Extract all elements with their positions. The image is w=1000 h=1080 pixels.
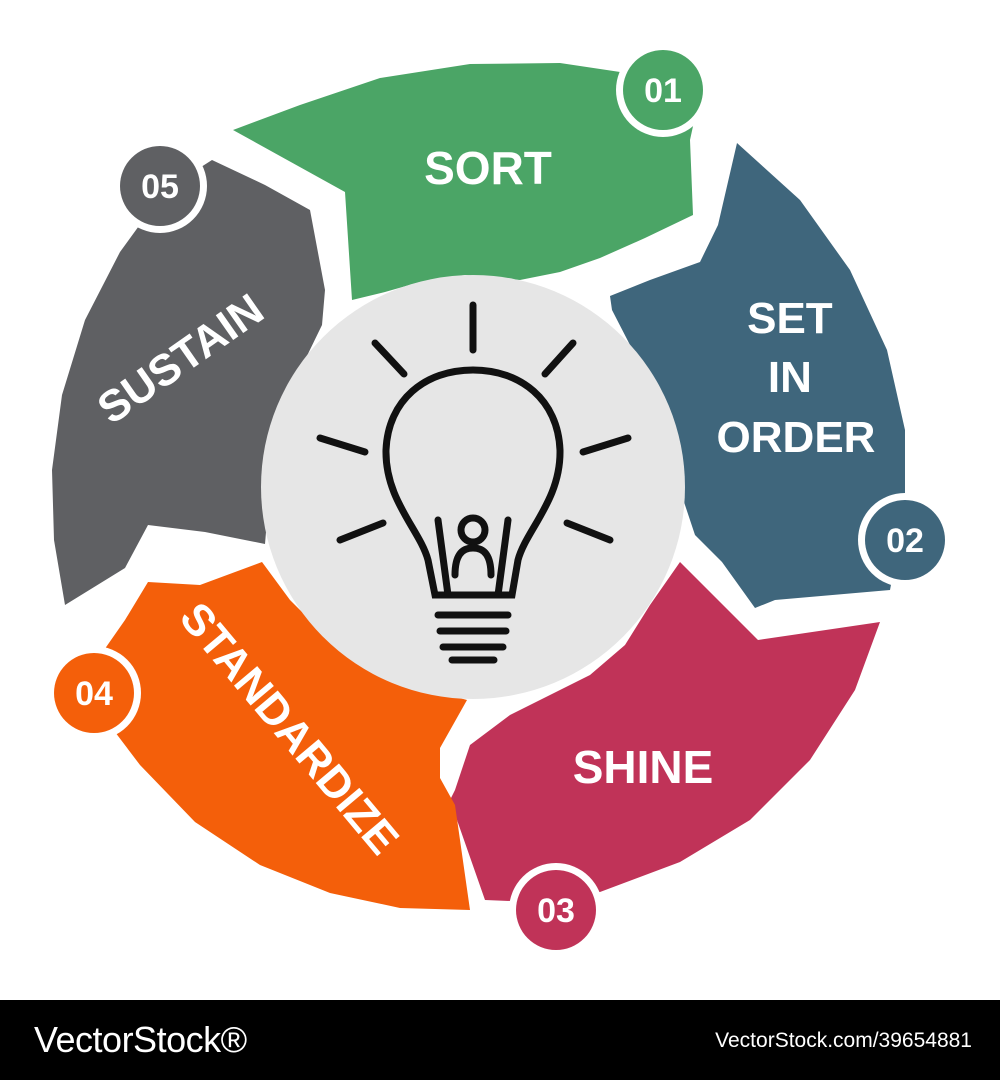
label-shine: SHINE [573, 741, 714, 793]
five-step-cycle-diagram: SORT SET IN ORDER SHINE STANDARDIZE SUST… [47, 43, 952, 957]
lightbulb-person-icon [316, 301, 632, 664]
badge-04: 04 [47, 646, 141, 740]
label-set-in-order-line-2: IN [768, 353, 812, 402]
badge-01: 01 [616, 43, 710, 137]
badge-05-number: 05 [141, 168, 179, 206]
badge-03: 03 [509, 863, 603, 957]
badge-05: 05 [113, 139, 207, 233]
segment-shine [450, 562, 880, 902]
center-circle [261, 275, 685, 699]
badge-02: 02 [858, 493, 952, 587]
badge-03-number: 03 [537, 892, 575, 930]
badge-04-number: 04 [75, 675, 113, 713]
footer-brand: VectorStock® [34, 1019, 247, 1060]
segment-standardize [88, 562, 470, 910]
label-set-in-order-line-1: SET [747, 294, 833, 343]
segment-sustain [52, 160, 325, 605]
segment-sort [233, 63, 700, 300]
badge-02-number: 02 [886, 522, 924, 560]
label-set-in-order-line-3: ORDER [717, 413, 876, 462]
badge-01-number: 01 [644, 72, 682, 110]
footer-image-id: VectorStock.com/39654881 [715, 1029, 972, 1052]
label-sort: SORT [424, 142, 552, 194]
label-set-in-order: SET IN ORDER [717, 294, 876, 462]
footer-bar: VectorStock® VectorStock.com/39654881 [0, 1000, 1000, 1080]
